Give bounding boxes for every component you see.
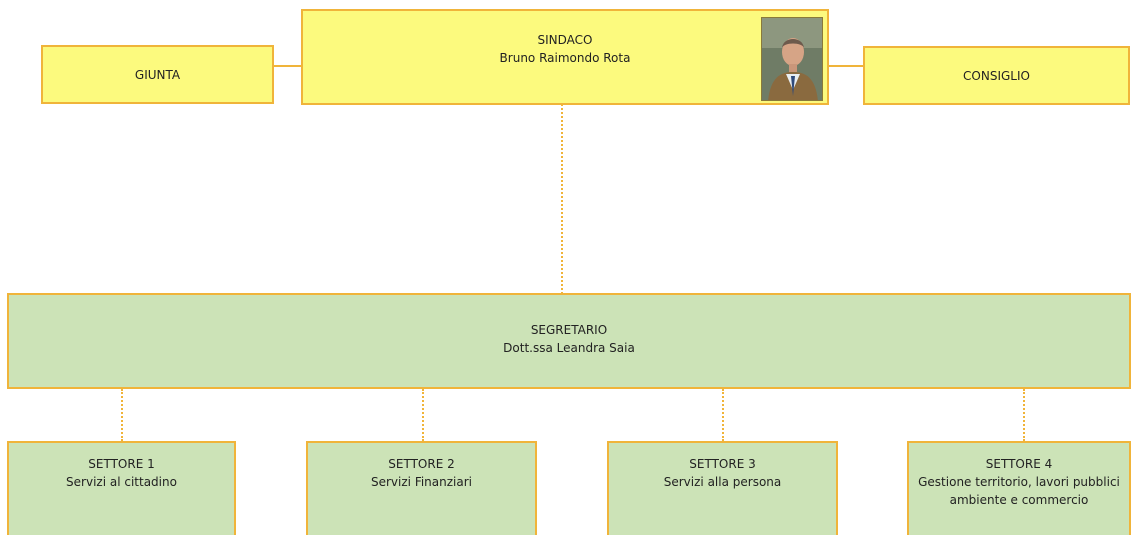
connector-sindaco-segretario (561, 104, 563, 294)
connector-segretario-settore-3 (722, 389, 724, 441)
settore-3-desc: Servizi alla persona (663, 475, 782, 489)
consiglio-box[interactable]: CONSIGLIO (863, 46, 1130, 105)
segretario-title: SEGRETARIO (530, 323, 608, 337)
giunta-title: GIUNTA (134, 68, 181, 82)
connector-segretario-settore-1 (121, 389, 123, 441)
connector-segretario-settore-2 (422, 389, 424, 441)
segretario-box[interactable]: SEGRETARIO Dott.ssa Leandra Saia (7, 293, 1131, 389)
settore-4-title: SETTORE 4 (985, 457, 1053, 471)
sindaco-name: Bruno Raimondo Rota (499, 51, 631, 65)
settore-2-title: SETTORE 2 (388, 457, 455, 471)
settore-2-desc: Servizi Finanziari (371, 475, 472, 489)
settore-1-box[interactable]: SETTORE 1 Servizi al cittadino (7, 441, 236, 535)
connector-segretario-settore-4 (1023, 389, 1025, 441)
giunta-box[interactable]: GIUNTA (41, 45, 274, 104)
segretario-name: Dott.ssa Leandra Saia (503, 341, 635, 355)
person-portrait-icon (761, 17, 823, 101)
settore-1-title: SETTORE 1 (88, 457, 155, 471)
settore-4-box[interactable]: SETTORE 4 Gestione territorio, lavori pu… (907, 441, 1131, 535)
settore-3-title: SETTORE 3 (689, 457, 756, 471)
consiglio-title: CONSIGLIO (963, 69, 1030, 83)
connector-giunta-sindaco (273, 65, 302, 67)
sindaco-title: SINDACO (537, 33, 593, 47)
connector-sindaco-consiglio (828, 65, 864, 67)
sindaco-box[interactable]: SINDACO Bruno Raimondo Rota (301, 9, 829, 105)
settore-4-desc: Gestione territorio, lavori pubblici amb… (918, 475, 1120, 507)
settore-3-box[interactable]: SETTORE 3 Servizi alla persona (607, 441, 838, 535)
settore-1-desc: Servizi al cittadino (66, 475, 177, 489)
settore-2-box[interactable]: SETTORE 2 Servizi Finanziari (306, 441, 537, 535)
